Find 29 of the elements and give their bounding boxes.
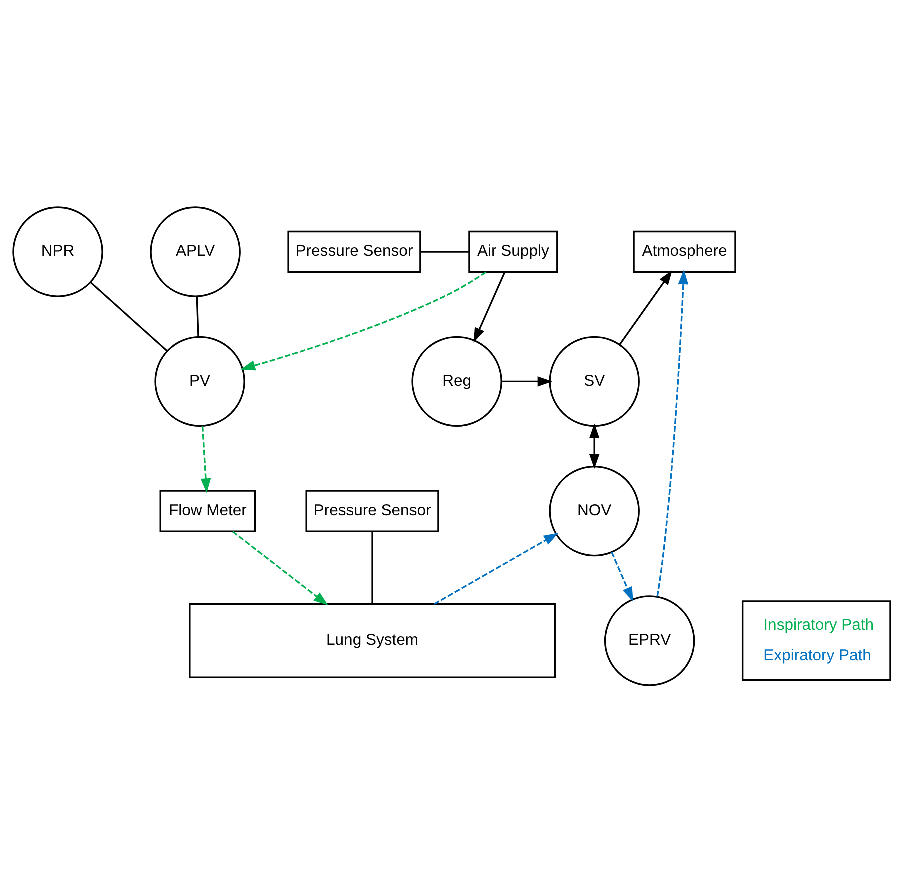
arrow: [434, 532, 558, 605]
connector: [196, 296, 199, 336]
connector: [420, 250, 469, 252]
legend-label: Expiratory Path: [763, 646, 871, 664]
arrow: [618, 270, 672, 345]
node-circle: Reg: [411, 336, 502, 427]
node-circle: PV: [154, 336, 245, 427]
connector: [90, 281, 168, 352]
node-circle: SV: [548, 336, 640, 427]
node-box: Pressure Sensor: [287, 230, 421, 273]
arrow: [610, 552, 633, 602]
arrow: [656, 269, 688, 596]
arrow: [588, 423, 600, 469]
connector: [371, 531, 373, 604]
arrow: [232, 530, 328, 606]
node-circle: NOV: [548, 465, 640, 556]
node-circle: EPRV: [604, 595, 695, 686]
node-circle: NPR: [12, 206, 103, 297]
node-box: Flow Meter: [159, 490, 256, 532]
legend-label: Inspiratory Path: [763, 616, 874, 634]
node-box: Lung System: [188, 602, 556, 678]
arrow: [200, 426, 211, 493]
arrow: [473, 272, 506, 342]
node-circle: APLV: [150, 206, 240, 297]
arrow: [501, 376, 552, 386]
node-box: Atmosphere: [632, 230, 736, 273]
node-box: Pressure Sensor: [305, 490, 439, 532]
arrow: [240, 271, 486, 370]
node-box: Air Supply: [468, 230, 558, 273]
